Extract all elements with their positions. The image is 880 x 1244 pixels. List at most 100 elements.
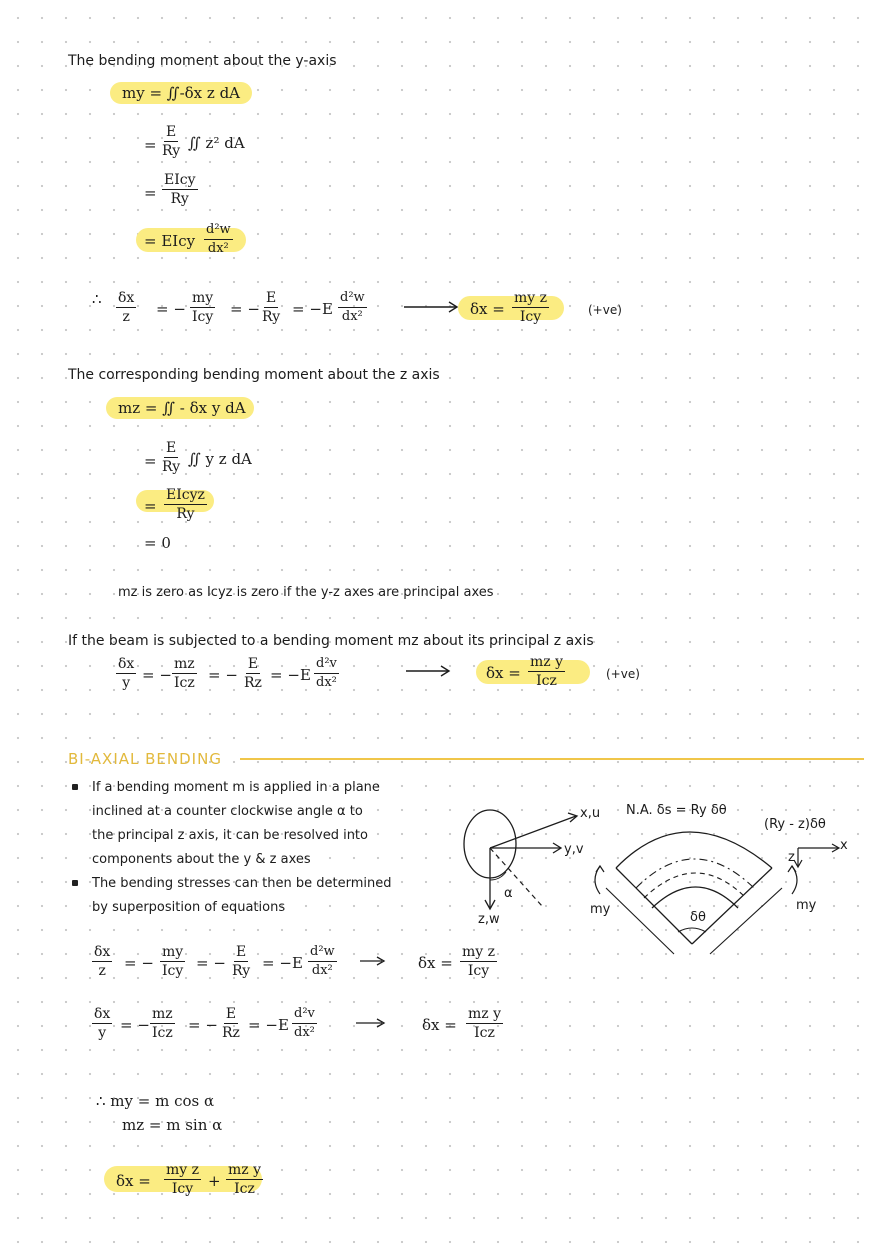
arrow-icon — [404, 301, 459, 313]
axis-label-xu: x,u — [580, 806, 601, 821]
positive-note: (+ve) — [588, 303, 622, 317]
modulus-e: E — [278, 1016, 289, 1034]
integral-yz-da: ∬ y z dA — [188, 450, 252, 468]
arrow-icon — [360, 956, 386, 966]
bullet1-line2: inclined at a counter clockwise angle α … — [92, 804, 363, 819]
eicy-term: = EIcy — [144, 232, 196, 250]
bullet-icon — [72, 784, 78, 790]
modulus-e: E — [322, 300, 333, 318]
bullet1-line1: If a bending moment m is applied in a pl… — [92, 780, 380, 795]
section-heading-biaxial: BI-AXIAL BENDING — [68, 750, 222, 768]
equals-minus: = − — [156, 300, 186, 318]
result-dx-label: δx = — [470, 300, 505, 318]
equals-minus: = − — [248, 1016, 278, 1034]
equals-minus: = − — [188, 1016, 218, 1034]
equals-minus: = − — [142, 666, 172, 684]
intro-principal-z: If the beam is subjected to a bending mo… — [68, 633, 594, 649]
equals-sign: = — [144, 497, 157, 515]
arrow-icon — [406, 665, 451, 677]
principal-axes-note: mz is zero as Icyz is zero if the y-z ax… — [118, 585, 494, 600]
equals-sign: = — [144, 184, 157, 202]
curved-beam-diagram — [594, 831, 841, 955]
coordinate-axes-diagram — [463, 809, 579, 911]
result-dx-label: δx = — [418, 954, 453, 972]
mz-component-equation: mz = m sin α — [122, 1116, 223, 1134]
highlight — [458, 296, 564, 320]
highlight — [476, 660, 590, 684]
equals-minus: = − — [292, 300, 322, 318]
equals-minus: = − — [120, 1016, 150, 1034]
bullet2-line1: The bending stresses can then be determi… — [92, 876, 392, 891]
equals-minus: = − — [230, 300, 260, 318]
section-divider — [240, 758, 864, 760]
my-component-equation: ∴ my = m cos α — [96, 1092, 215, 1110]
z-axis-label: z — [788, 850, 795, 865]
equals-minus: = − — [208, 666, 238, 684]
x-axis-label: x — [840, 838, 848, 853]
equals-zero: = 0 — [144, 534, 171, 552]
result-dx-label: δx = — [422, 1016, 457, 1034]
intro-z-axis: The corresponding bending moment about t… — [68, 367, 440, 383]
highlight — [136, 490, 214, 512]
equals-sign: = — [144, 136, 157, 154]
positive-note: (+ve) — [606, 667, 640, 681]
my-integral-equation: my = ∬-δx z dA — [122, 84, 241, 102]
angle-alpha-label: α — [504, 886, 513, 901]
arc-length-label: (Ry - z)δθ — [764, 817, 826, 832]
therefore-symbol: ∴ — [92, 290, 102, 308]
result-dx-label: δx = — [486, 664, 521, 682]
bullet1-line4: components about the y & z axes — [92, 852, 311, 867]
bullet1-line3: the principal z axis, it can be resolved… — [92, 828, 368, 843]
equals-minus: = − — [270, 666, 300, 684]
integral-z2-da: ∬ z² dA — [188, 134, 245, 152]
equals-minus: = − — [124, 954, 154, 972]
moment-my-left: my — [590, 902, 611, 917]
axis-label-yv: y,v — [564, 842, 584, 857]
highlight — [110, 82, 252, 104]
bullet2-line2: by superposition of equations — [92, 900, 286, 915]
modulus-e: E — [292, 954, 303, 972]
equals-minus: = − — [262, 954, 292, 972]
neutral-axis-label: N.A. δs = Ry δθ — [626, 803, 727, 818]
axis-label-zw: z,w — [478, 912, 500, 927]
delta-theta-label: δθ — [690, 910, 706, 925]
modulus-e: E — [300, 666, 311, 684]
intro-y-axis: The bending moment about the y-axis — [68, 53, 337, 69]
mz-integral-equation: mz = ∬ - δx y dA — [118, 399, 246, 417]
moment-my-right: my — [796, 898, 817, 913]
arrow-icon — [356, 1018, 386, 1028]
highlight — [106, 397, 254, 419]
plus-sign: + — [208, 1172, 221, 1190]
bullet-icon — [72, 880, 78, 886]
final-dx-label: δx = — [116, 1172, 151, 1190]
highlight — [136, 228, 246, 252]
equals-sign: = — [144, 452, 157, 470]
